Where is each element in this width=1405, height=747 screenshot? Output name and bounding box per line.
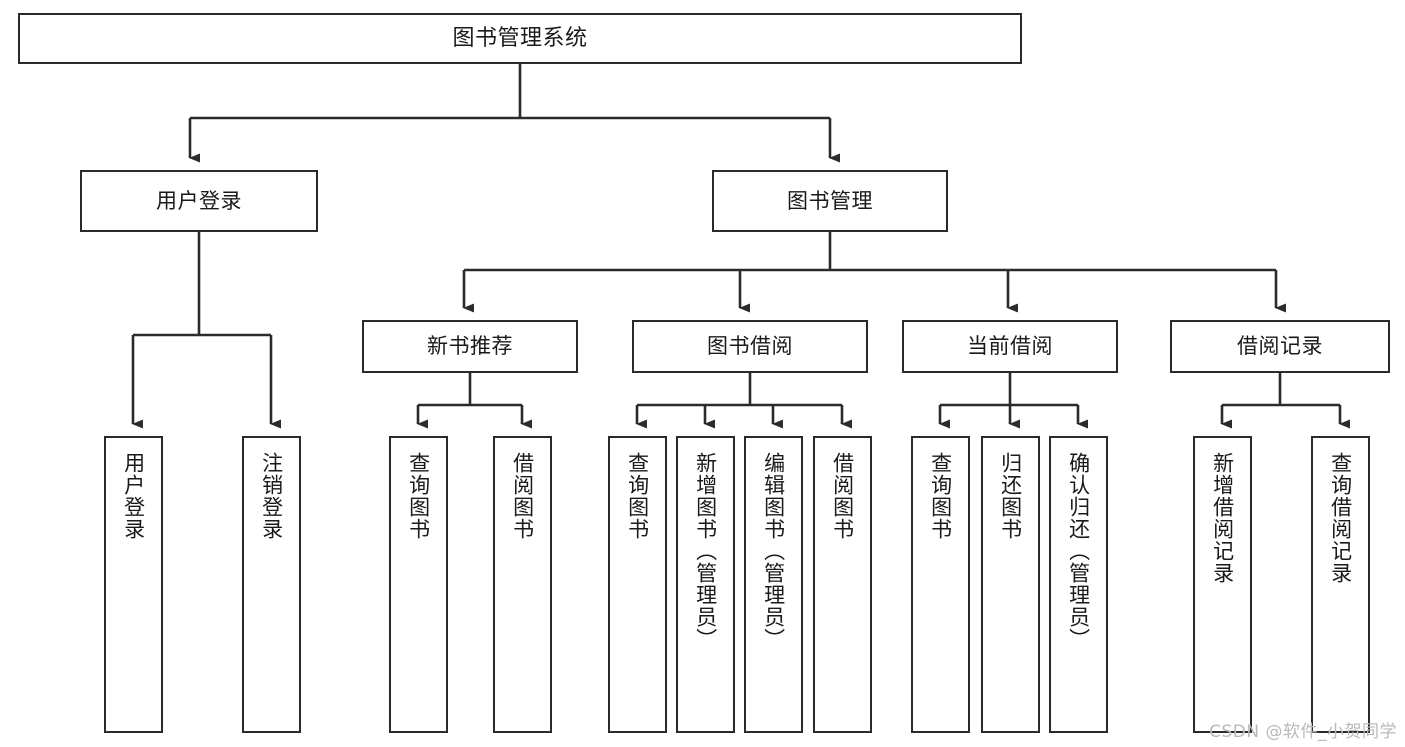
node-label: 注销登录	[259, 452, 284, 540]
node-root-book-management-system[interactable]: 图书管理系统	[18, 13, 1022, 64]
node-label: 新增借阅记录	[1210, 452, 1235, 584]
node-label: 确认归还（管理员）	[1066, 452, 1091, 650]
leaf-borrow-book-recommend[interactable]: 借阅图书	[493, 436, 552, 733]
node-borrow-records[interactable]: 借阅记录	[1170, 320, 1390, 373]
node-label: 当前借阅	[967, 334, 1053, 359]
node-label: 借阅图书	[510, 452, 535, 540]
node-label: 新书推荐	[427, 334, 513, 359]
leaf-return-book[interactable]: 归还图书	[981, 436, 1040, 733]
node-label: 归还图书	[998, 452, 1023, 540]
node-current-borrow[interactable]: 当前借阅	[902, 320, 1118, 373]
node-label: 查询图书	[406, 452, 431, 540]
leaf-user-login[interactable]: 用户登录	[104, 436, 163, 733]
node-label: 查询借阅记录	[1328, 452, 1353, 584]
node-user-login[interactable]: 用户登录	[80, 170, 318, 232]
node-label: 借阅记录	[1237, 334, 1323, 359]
node-label: 编辑图书（管理员）	[761, 452, 786, 650]
leaf-confirm-return-admin[interactable]: 确认归还（管理员）	[1049, 436, 1108, 733]
node-new-book-recommend[interactable]: 新书推荐	[362, 320, 578, 373]
node-book-management[interactable]: 图书管理	[712, 170, 948, 232]
watermark: CSDN @软件_小贺同学	[1209, 722, 1397, 742]
node-label: 查询图书	[928, 452, 953, 540]
leaf-query-book-borrow[interactable]: 查询图书	[608, 436, 667, 733]
node-label: 新增图书（管理员）	[693, 452, 718, 650]
node-label: 图书管理	[787, 188, 873, 213]
node-label: 图书管理系统	[452, 25, 588, 51]
leaf-logout[interactable]: 注销登录	[242, 436, 301, 733]
leaf-edit-book-admin[interactable]: 编辑图书（管理员）	[744, 436, 803, 733]
node-label: 借阅图书	[830, 452, 855, 540]
leaf-add-book-admin[interactable]: 新增图书（管理员）	[676, 436, 735, 733]
leaf-add-borrow-record[interactable]: 新增借阅记录	[1193, 436, 1252, 733]
node-label: 图书借阅	[707, 334, 793, 359]
leaf-query-book-recommend[interactable]: 查询图书	[389, 436, 448, 733]
leaf-query-book-current[interactable]: 查询图书	[911, 436, 970, 733]
node-label: 用户登录	[156, 188, 242, 213]
node-label: 用户登录	[121, 452, 146, 540]
node-book-borrow[interactable]: 图书借阅	[632, 320, 868, 373]
leaf-query-borrow-record[interactable]: 查询借阅记录	[1311, 436, 1370, 733]
node-label: 查询图书	[625, 452, 650, 540]
leaf-borrow-book[interactable]: 借阅图书	[813, 436, 872, 733]
